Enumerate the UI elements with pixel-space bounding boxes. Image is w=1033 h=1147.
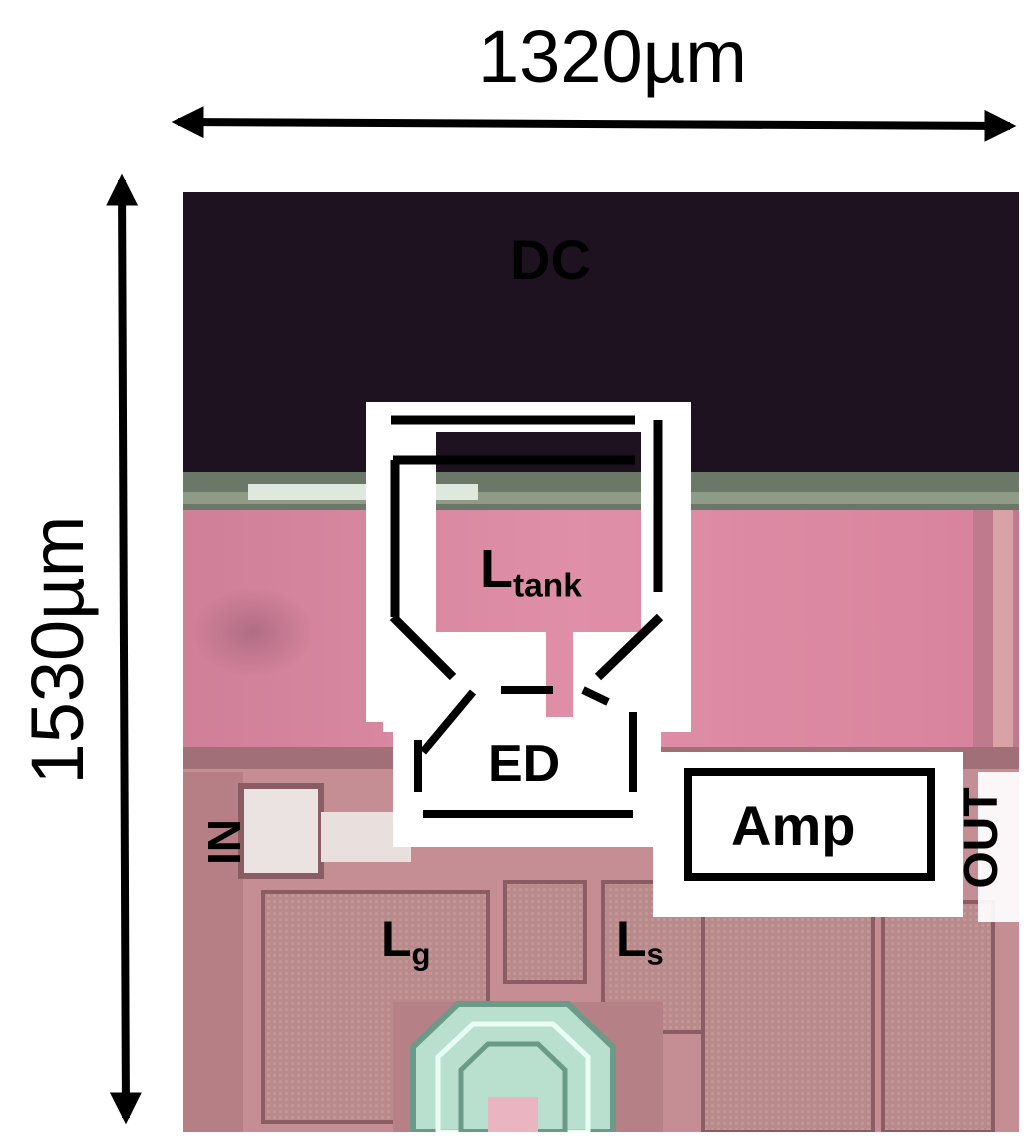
width-dimension-label: 1320µm <box>478 15 747 98</box>
ed-box-outline <box>393 686 661 847</box>
tank-inductor-label: Ltank <box>480 539 582 605</box>
amp-box-outline <box>653 752 963 917</box>
height-dimension-label: 1530µm <box>16 515 99 785</box>
input-label: IN <box>198 819 250 865</box>
gate-inductor-label: Lg <box>381 911 431 972</box>
width-arrow <box>171 106 1017 142</box>
height-arrow <box>106 173 142 1125</box>
spiral-inductor <box>393 1001 663 1132</box>
dark-background <box>183 192 1019 482</box>
chip-micrograph <box>183 192 1019 1132</box>
input-pad <box>238 783 324 879</box>
dc-label: DC <box>510 228 591 291</box>
chip-layout-drawing <box>183 192 1019 1132</box>
source-inductor-label: Ls <box>616 911 664 972</box>
ed-label: ED <box>488 735 561 793</box>
amp-label: Amp <box>731 794 856 857</box>
output-label: OUT <box>955 787 1008 889</box>
